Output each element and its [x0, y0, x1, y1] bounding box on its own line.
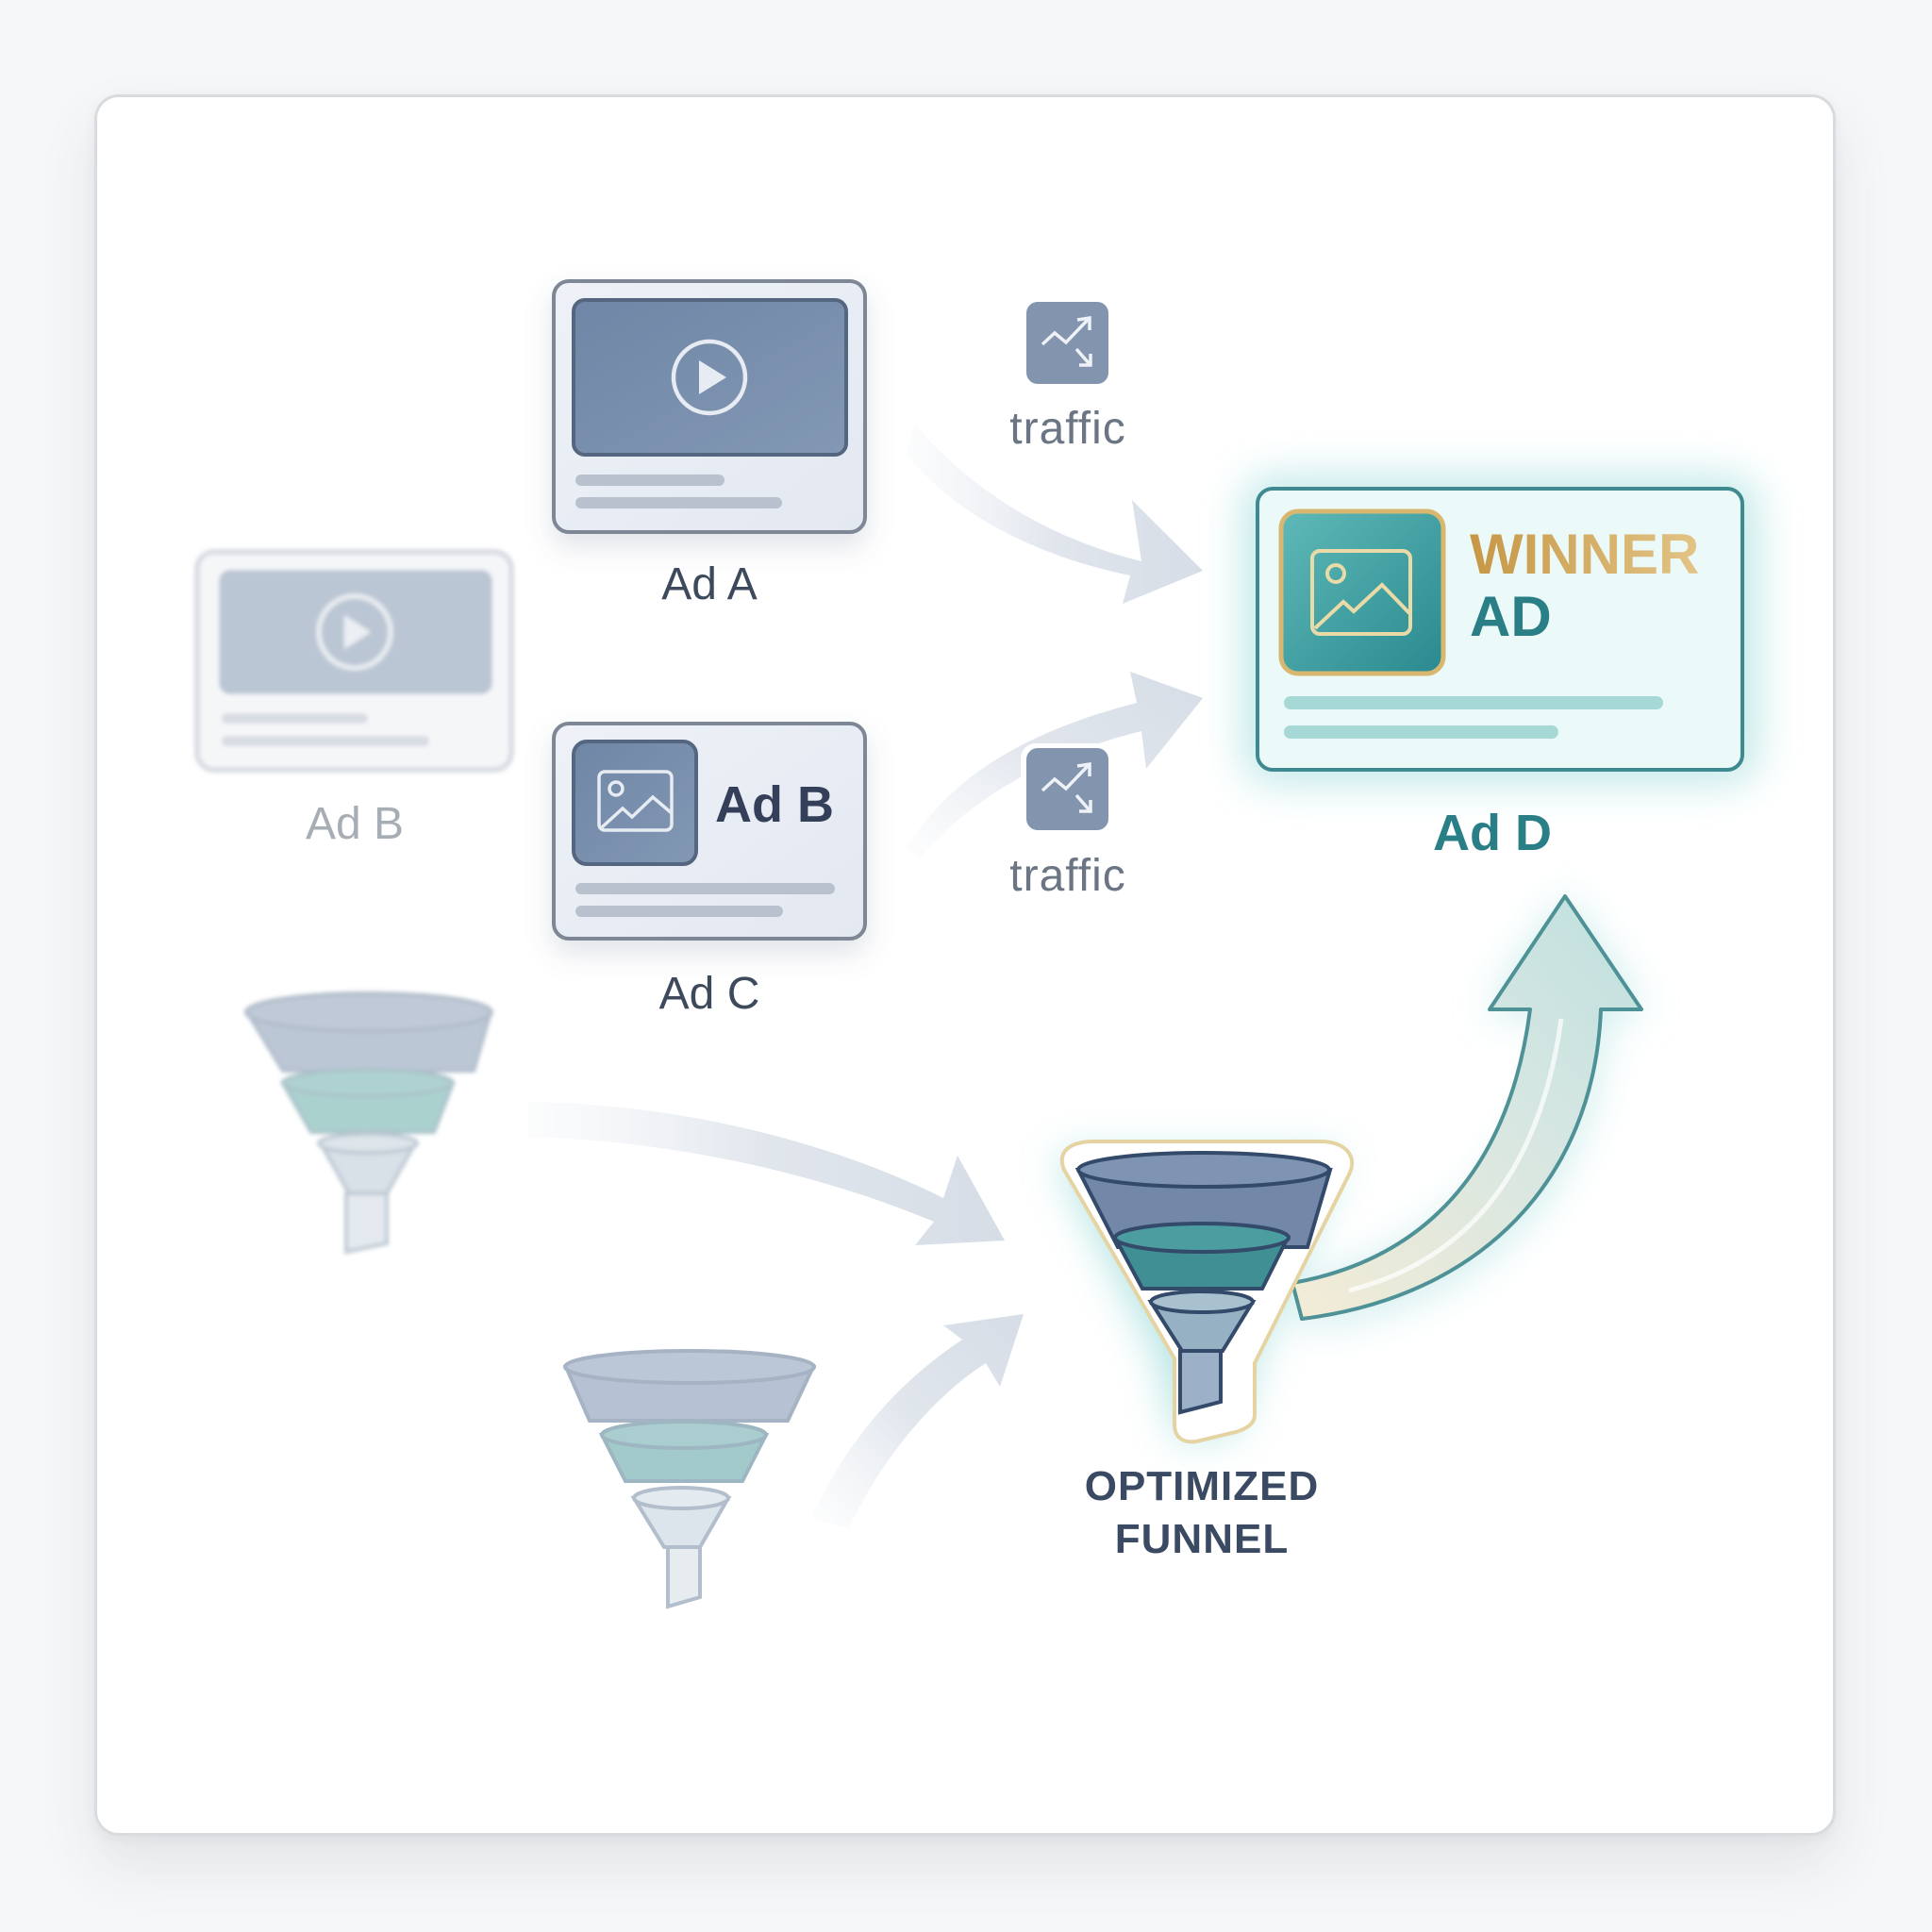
- ad-a-card[interactable]: [552, 279, 867, 534]
- ad-a-label: Ad A: [661, 559, 758, 609]
- play-icon: [671, 339, 748, 416]
- ghost-funnel-1: [243, 991, 493, 1255]
- traffic-icon-2: [1021, 743, 1115, 838]
- ad-c-label: Ad C: [658, 969, 760, 1019]
- ad-text: AD: [1470, 585, 1552, 648]
- highlighted-up-arrow: [1291, 894, 1643, 1321]
- ad-b-ghost-card: [194, 549, 514, 773]
- flow-arrow-ad-a-to-ad-d: [906, 425, 1203, 604]
- ad-c-card-title: Ad B: [715, 776, 834, 833]
- optimized-funnel-label-line2: FUNNEL: [1114, 1516, 1290, 1562]
- flow-arrow-funnel-1-to-optimized: [528, 1102, 1005, 1245]
- optimized-funnel-label-line1: OPTIMIZED: [1084, 1463, 1320, 1509]
- traffic-label-1: traffic: [1009, 404, 1126, 454]
- traffic-label-2: traffic: [1009, 851, 1126, 901]
- ad-d-winner-card[interactable]: [1256, 487, 1744, 772]
- winner-ad-title: WINNER AD: [1470, 524, 1699, 648]
- image-icon: [597, 770, 674, 832]
- image-icon: [1310, 549, 1412, 636]
- ad-d-label: Ad D: [1433, 805, 1552, 861]
- ad-b-ghost-label: Ad B: [305, 799, 405, 849]
- ghost-funnel-2: [562, 1349, 817, 1609]
- ad-c-card[interactable]: [552, 722, 867, 941]
- optimized-funnel[interactable]: [1059, 1140, 1355, 1444]
- flow-arrow-funnel-2-to-optimized: [811, 1314, 1024, 1528]
- flow-arrow-ad-c-to-ad-d: [906, 672, 1203, 858]
- winner-text: WINNER: [1470, 523, 1700, 586]
- traffic-icon-1: [1026, 302, 1108, 384]
- optimized-funnel-label: OPTIMIZED FUNNEL: [1085, 1460, 1320, 1566]
